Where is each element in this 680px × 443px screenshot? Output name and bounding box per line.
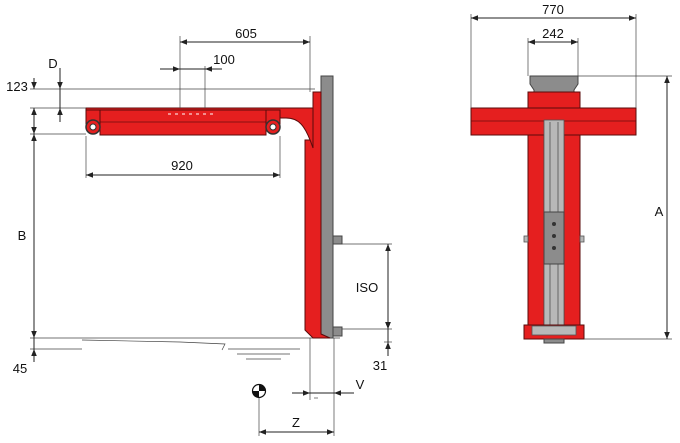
dimension-v: V (292, 377, 365, 396)
mast-plate (320, 75, 334, 339)
dimension-123: 123 (6, 78, 37, 134)
dimension-b-label: B (18, 228, 27, 243)
dimension-iso: ISO (356, 244, 391, 329)
dimension-d: D (48, 56, 63, 122)
center-of-gravity-icon (251, 383, 267, 399)
dimension-242-label: 242 (542, 26, 564, 41)
dimension-z: Z (259, 415, 334, 435)
right-roller (265, 109, 281, 135)
dimension-45: 45 (13, 338, 37, 376)
dimension-920-label: 920 (171, 158, 193, 173)
dimension-45-label: 45 (13, 361, 27, 376)
dimension-770: 770 (471, 2, 636, 21)
dimension-a-label: A (655, 204, 664, 219)
dimension-31: 31 (373, 318, 391, 373)
left-roller (85, 109, 101, 135)
dimension-z-label: Z (292, 415, 300, 430)
side-view: 605 100 D 123 920 B (6, 26, 392, 436)
dimension-242: 242 (528, 26, 578, 45)
dimension-b: B (18, 134, 37, 338)
dimension-a: A (655, 76, 670, 339)
dimension-100-label: 100 (213, 52, 235, 67)
dimension-770-label: 770 (542, 2, 564, 17)
right-leg (563, 134, 581, 328)
extension-lines (30, 36, 392, 436)
dimension-605-label: 605 (235, 26, 257, 41)
dimension-100: 100 (160, 52, 235, 72)
carriage-hook-top (332, 235, 343, 245)
floor-line (30, 337, 340, 360)
dimension-iso-label: ISO (356, 280, 378, 295)
dimension-d-label: D (48, 56, 57, 71)
dimension-123-label: 123 (6, 79, 28, 94)
dimension-v-label: V (356, 377, 365, 392)
dimension-605: 605 (180, 26, 310, 45)
left-leg (527, 134, 545, 328)
carriage-hook-bottom (332, 326, 343, 337)
dimension-920: 920 (86, 158, 280, 178)
front-view: 770 242 A (470, 2, 672, 344)
dimension-31-label: 31 (373, 358, 387, 373)
